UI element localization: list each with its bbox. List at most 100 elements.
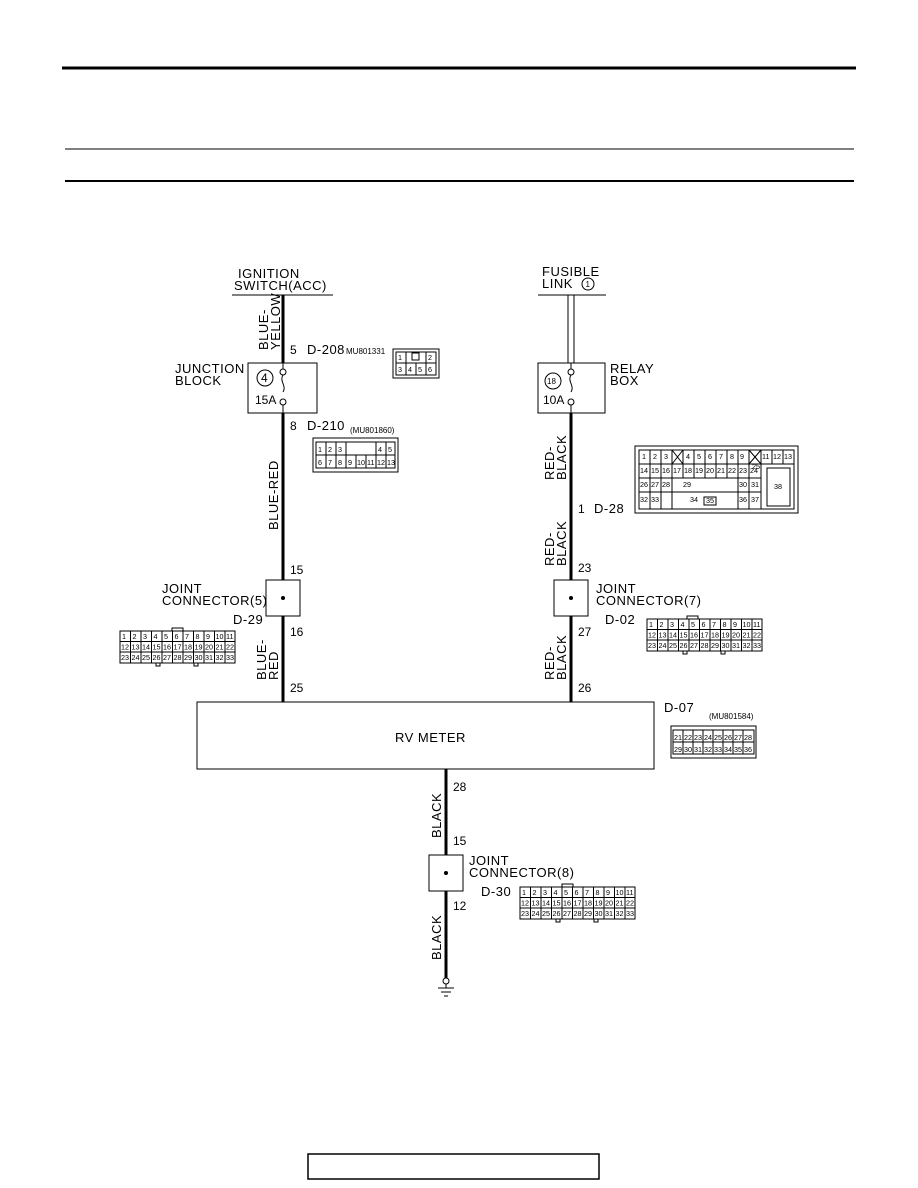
svg-text:33: 33: [651, 495, 659, 504]
svg-text:29: 29: [584, 909, 592, 918]
svg-text:8: 8: [338, 458, 342, 467]
svg-text:29: 29: [683, 480, 691, 489]
svg-text:12: 12: [773, 452, 781, 461]
wire-label-red-black-3a: RED-: [542, 646, 557, 680]
svg-text:11: 11: [626, 888, 633, 897]
svg-text:3: 3: [543, 888, 547, 897]
svg-text:7: 7: [712, 620, 716, 629]
wire-label-red-black-1a: RED-: [542, 446, 557, 480]
svg-text:3: 3: [338, 445, 342, 454]
ignition-switch-line2: SWITCH(ACC): [234, 278, 327, 293]
svg-text:11: 11: [762, 452, 769, 461]
svg-text:28: 28: [744, 733, 752, 742]
svg-text:5: 5: [388, 445, 392, 454]
svg-text:5: 5: [697, 452, 701, 461]
d07-connector-face: 21 22 23 24 25 26 27 28 29 30 31 32 33 3…: [670, 725, 757, 759]
ground-icon: [438, 977, 454, 997]
wire-label-blue-red-split-2: RED: [266, 651, 281, 680]
svg-text:9: 9: [606, 888, 610, 897]
d210-connector-face: 1 2 3 4 5 6 7 8 9 10 11 12 13: [312, 437, 399, 473]
wire-label-black-2: BLACK: [429, 915, 444, 960]
junction-block-rating: 15A: [255, 393, 276, 407]
svg-text:26: 26: [680, 641, 688, 650]
svg-text:34: 34: [690, 495, 698, 504]
svg-text:32: 32: [704, 745, 712, 754]
wire-label-black-1: BLACK: [429, 793, 444, 838]
wire-label-blue-yellow-2: YELLOW: [268, 293, 283, 350]
svg-text:21: 21: [674, 733, 682, 742]
svg-text:15: 15: [553, 899, 561, 908]
svg-text:28: 28: [174, 653, 182, 662]
svg-text:2: 2: [533, 888, 537, 897]
svg-text:31: 31: [605, 909, 613, 918]
joint-connector-5: JOINT CONNECTOR(5): [162, 579, 301, 617]
svg-text:26: 26: [153, 653, 161, 662]
svg-text:17: 17: [174, 643, 182, 652]
svg-text:30: 30: [595, 909, 603, 918]
svg-text:17: 17: [673, 466, 681, 475]
svg-text:1: 1: [398, 353, 402, 362]
svg-text:4: 4: [408, 365, 412, 374]
meter-pin-ground: 28: [453, 780, 467, 794]
svg-text:2: 2: [328, 445, 332, 454]
svg-text:22: 22: [226, 643, 234, 652]
svg-text:13: 13: [532, 899, 540, 908]
svg-text:38: 38: [774, 482, 782, 491]
svg-text:10: 10: [743, 620, 751, 629]
wire-label-red-black-1b: BLACK: [554, 435, 569, 480]
svg-text:31: 31: [694, 745, 702, 754]
svg-text:3: 3: [670, 620, 674, 629]
d30-connector-face: 1 2 3 4 5 6 7 8 9 10 11 12 13 14 15 16 1…: [519, 883, 636, 923]
svg-text:8: 8: [730, 452, 734, 461]
svg-text:20: 20: [605, 899, 613, 908]
svg-text:13: 13: [132, 643, 140, 652]
svg-text:1: 1: [522, 888, 526, 897]
svg-text:27: 27: [690, 641, 698, 650]
d28-pin: 1: [578, 502, 585, 516]
footer-box: [307, 1153, 600, 1180]
svg-text:16: 16: [563, 899, 571, 908]
svg-text:32: 32: [640, 495, 648, 504]
fusible-link-source: FUSIBLE LINK 1: [538, 264, 606, 296]
svg-text:25: 25: [669, 641, 677, 650]
svg-text:18: 18: [584, 899, 592, 908]
joint7-pin-in: 23: [578, 561, 592, 575]
wire-label-blue-yellow-1: BLUE-: [256, 309, 271, 350]
wire-label-blue-red-split-1: BLUE-: [254, 639, 269, 680]
svg-text:5: 5: [164, 632, 168, 641]
svg-text:30: 30: [739, 480, 747, 489]
svg-text:4: 4: [681, 620, 685, 629]
svg-text:31: 31: [751, 480, 759, 489]
svg-text:8: 8: [723, 620, 727, 629]
svg-text:19: 19: [595, 899, 603, 908]
svg-text:2: 2: [653, 452, 657, 461]
svg-text:20: 20: [732, 631, 740, 640]
svg-text:24: 24: [659, 641, 667, 650]
svg-text:33: 33: [226, 653, 234, 662]
svg-text:25: 25: [714, 733, 722, 742]
svg-text:4: 4: [554, 888, 558, 897]
fusible-link-line2: LINK: [542, 276, 573, 291]
svg-text:23: 23: [648, 641, 656, 650]
svg-text:21: 21: [743, 631, 751, 640]
svg-text:32: 32: [616, 909, 624, 918]
svg-text:1: 1: [642, 452, 646, 461]
svg-text:18: 18: [184, 643, 192, 652]
ignition-switch-source: IGNITION SWITCH(ACC): [232, 266, 333, 296]
svg-text:24: 24: [704, 733, 712, 742]
svg-text:24: 24: [132, 653, 140, 662]
svg-text:12: 12: [121, 643, 129, 652]
svg-text:12: 12: [521, 899, 529, 908]
d208-connector-face: 1 2 3 4 5 6: [392, 348, 440, 379]
svg-text:7: 7: [585, 888, 589, 897]
svg-text:13: 13: [659, 631, 667, 640]
svg-text:32: 32: [216, 653, 224, 662]
svg-text:14: 14: [640, 466, 648, 475]
svg-text:7: 7: [185, 632, 189, 641]
svg-text:16: 16: [662, 466, 670, 475]
svg-text:24: 24: [532, 909, 540, 918]
svg-text:32: 32: [743, 641, 751, 650]
svg-text:35: 35: [734, 745, 742, 754]
svg-text:29: 29: [184, 653, 192, 662]
